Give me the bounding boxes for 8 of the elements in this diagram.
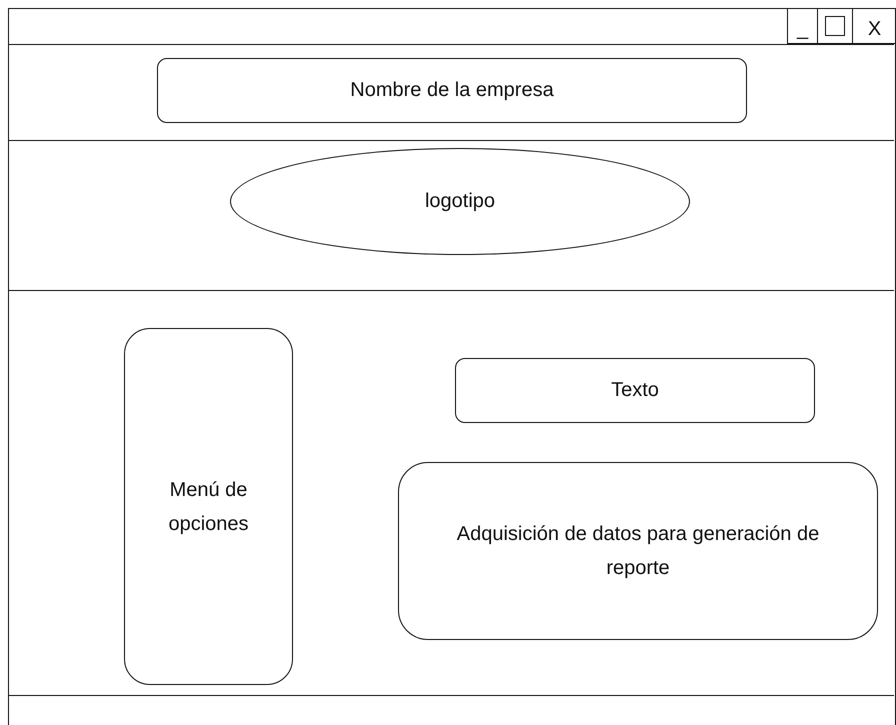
maximize-button [817,8,852,44]
close-button: X [852,8,896,44]
options-menu-box: Menú de opciones [124,328,293,685]
data-acquisition-box: Adquisición de datos para generación de reporte [398,462,878,640]
placeholder-ellipse: logotipo [230,148,690,255]
minimize-button: _ [787,8,817,44]
text-box: Texto [455,358,815,423]
company-name-box: Nombre de la empresa [157,58,747,123]
